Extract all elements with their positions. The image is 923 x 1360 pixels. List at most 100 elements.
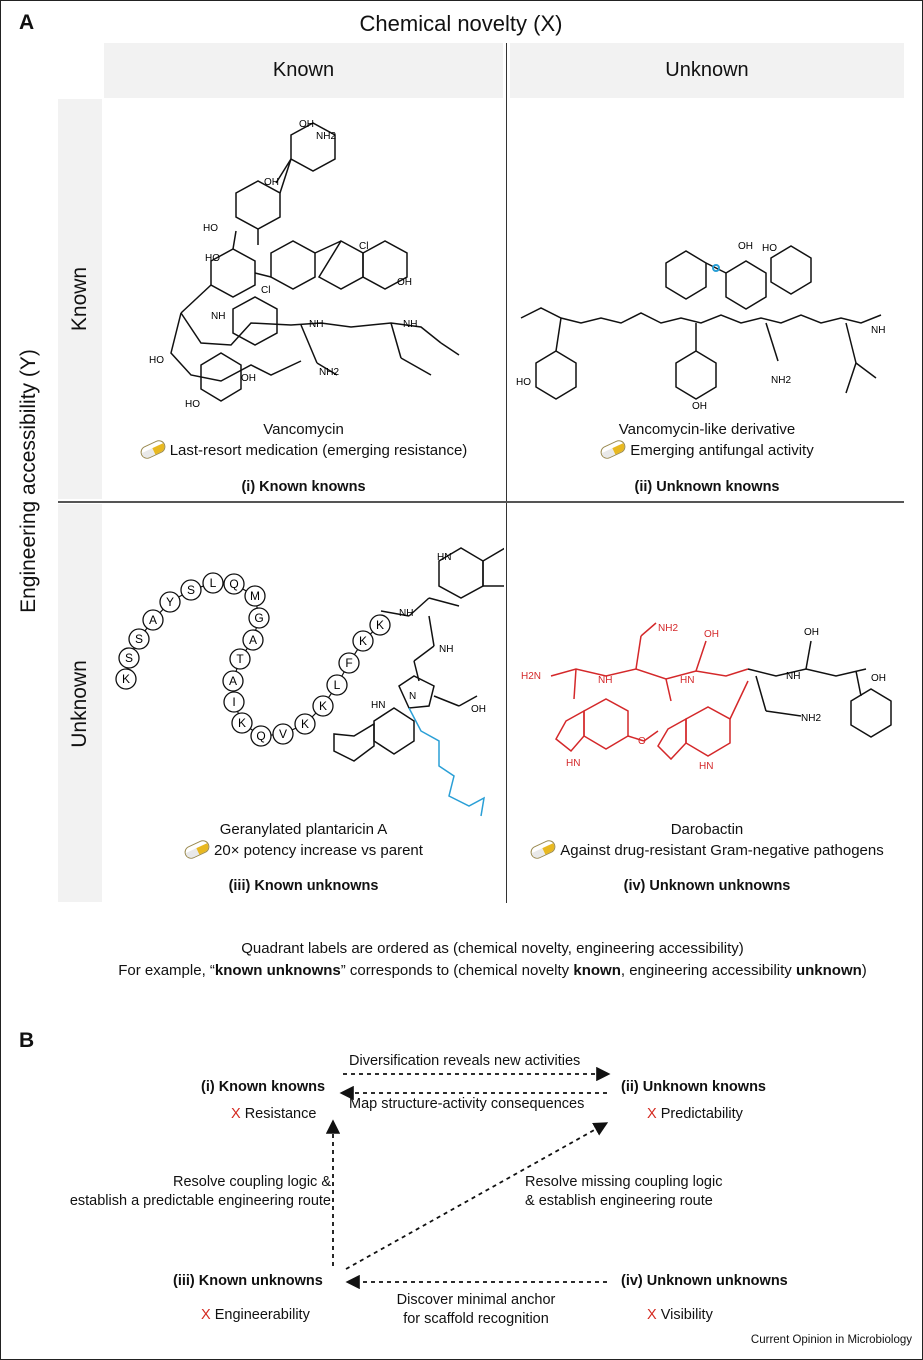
residue-bead: [142, 609, 164, 631]
daro-o: O: [638, 736, 646, 747]
quadrant-i-compound: Vancomycin: [263, 421, 344, 438]
residue-bead: [242, 629, 264, 651]
node-unknown-knowns: (ii) Unknown knowns: [621, 1079, 766, 1095]
panel-a-letter: A: [19, 11, 35, 34]
row-label-known: Known: [68, 266, 91, 332]
vanco-oh-2: OH: [264, 177, 279, 188]
residue-letter: Q: [256, 729, 265, 743]
quadrant-iv-compound: Darobactin: [670, 821, 744, 838]
vanco-oh-4: OH: [241, 373, 256, 384]
quadrant-iii-caption: Geranylated plantaricin A 20× potency in…: [104, 819, 503, 861]
quadrant-i-activity-line: Last-resort medication (emerging resista…: [104, 438, 503, 461]
vanco-oh-3: OH: [397, 277, 412, 288]
edge-diversification: Diversification reveals new activities: [349, 1053, 581, 1069]
daro-nh2-2: NH2: [801, 713, 821, 724]
residue-letter: Y: [166, 595, 174, 609]
x-mark: X: [201, 1307, 211, 1323]
residue-letter: L: [210, 576, 217, 590]
quadrant-i-label: (i) Known knowns: [241, 479, 366, 495]
residue-letter: L: [334, 678, 341, 692]
residue-letter: A: [249, 633, 257, 647]
residue-letter: T: [236, 652, 244, 666]
residue-bead: [229, 648, 251, 670]
quadrant-ii-caption: Vancomycin-like derivative Emerging anti…: [510, 419, 904, 461]
quadrant-iv-label: (iv) Unknown unknowns: [623, 878, 791, 894]
x-mark: X: [647, 1106, 657, 1122]
vanco-nh-1: NH: [211, 311, 225, 322]
vanco-ho-1: HO: [203, 223, 218, 234]
daro-nh-1: NH: [598, 675, 612, 686]
residue-letter: S: [125, 651, 133, 665]
residue-letter: K: [238, 716, 246, 730]
plant-nh-2: NH: [439, 644, 453, 655]
barrier-predictability: X Predictability: [647, 1106, 743, 1122]
daro-nh2-1: NH2: [658, 623, 678, 634]
horizontal-divider: [58, 501, 904, 503]
residue-letter: K: [122, 672, 130, 686]
residue-bead: [222, 670, 244, 692]
quadrant-ii-activity: Emerging antifungal activity: [630, 442, 814, 459]
residue-letter: K: [376, 618, 384, 632]
barrier-visibility: X Visibility: [647, 1307, 713, 1323]
residue-bead: [159, 591, 181, 613]
quadrant-ii-label: (ii) Unknown knowns: [634, 479, 780, 495]
residue-bead: [244, 585, 266, 607]
residue-bead: [294, 713, 316, 735]
residue-bead: [352, 630, 374, 652]
darobactin-structure: H2N NH2 OH NH HN HN O HN OH NH OH NH2: [521, 622, 892, 772]
deriv-nh2: NH2: [771, 375, 791, 386]
x-mark: X: [231, 1106, 241, 1122]
row-label-unknown: Unknown: [68, 660, 91, 748]
daro-hn-3: HN: [699, 761, 713, 772]
residue-bead: [180, 579, 202, 601]
vanco-cl-2: Cl: [261, 285, 270, 296]
daro-nh-2: NH: [786, 671, 800, 682]
quadrant-i-caption: Vancomycin Last-resort medication (emerg…: [104, 419, 503, 461]
node-known-unknowns: (iii) Known unknowns: [173, 1273, 323, 1289]
vanco-nh-3: NH: [403, 319, 417, 330]
edge-discover-anchor: Discover minimal anchor for scaffold rec…: [396, 1292, 556, 1327]
vertical-divider: [506, 43, 507, 903]
residue-bead: [115, 668, 137, 690]
vancomycin-structure: OH NH2 OH HO HO Cl Cl OH NH NH NH NH2 HO…: [149, 119, 460, 410]
quadrant-iii-activity-line: 20× potency increase vs parent: [104, 838, 503, 861]
node-unknown-unknowns: (iv) Unknown unknowns: [621, 1273, 788, 1289]
daro-oh-3: OH: [871, 673, 886, 684]
panel-b-arrows: [325, 1066, 611, 1290]
x-axis-title: Chemical novelty (X): [359, 11, 563, 36]
vanco-cl-1: Cl: [359, 241, 368, 252]
node-known-knowns: (i) Known knowns: [201, 1079, 326, 1095]
quadrant-note: Quadrant labels are ordered as (chemical…: [61, 938, 923, 982]
residue-bead: [223, 691, 245, 713]
panel-b-letter: B: [19, 1029, 35, 1052]
residue-bead: [248, 607, 270, 629]
residue-letter: A: [149, 613, 157, 627]
deriv-ho-2: HO: [516, 377, 531, 388]
residue-letter: K: [301, 717, 309, 731]
quadrant-ii-activity-line: Emerging antifungal activity: [510, 438, 904, 461]
vanco-nh2-2: NH2: [319, 367, 339, 378]
daro-hn-2: HN: [566, 758, 580, 769]
note-line-2: For example, “known unknowns” correspond…: [118, 962, 867, 979]
vanco-ho-3: HO: [149, 355, 164, 366]
quadrant-ii-compound: Vancomycin-like derivative: [618, 421, 796, 438]
quadrant-iii-label: (iii) Known unknowns: [228, 878, 379, 894]
residue-letter: K: [319, 699, 327, 713]
x-mark: X: [647, 1307, 657, 1323]
residue-letter: F: [345, 656, 352, 670]
vanco-oh-1: OH: [299, 119, 314, 130]
vanco-ho-4: HO: [185, 399, 200, 410]
vanco-nh2: NH2: [316, 131, 336, 142]
column-header-unknown: Unknown: [510, 43, 904, 98]
residue-letter: Q: [229, 577, 238, 591]
residue-bead: [326, 674, 348, 696]
note-line-1: Quadrant labels are ordered as (chemical…: [241, 940, 744, 957]
column-header-known: Known: [104, 43, 503, 98]
residue-letter: I: [232, 695, 235, 709]
pill-icon: [182, 838, 212, 861]
residue-letter: M: [250, 589, 260, 603]
residue-bead: [128, 628, 150, 650]
quadrant-i-activity: Last-resort medication (emerging resista…: [169, 442, 468, 459]
plant-oh: OH: [471, 704, 486, 715]
